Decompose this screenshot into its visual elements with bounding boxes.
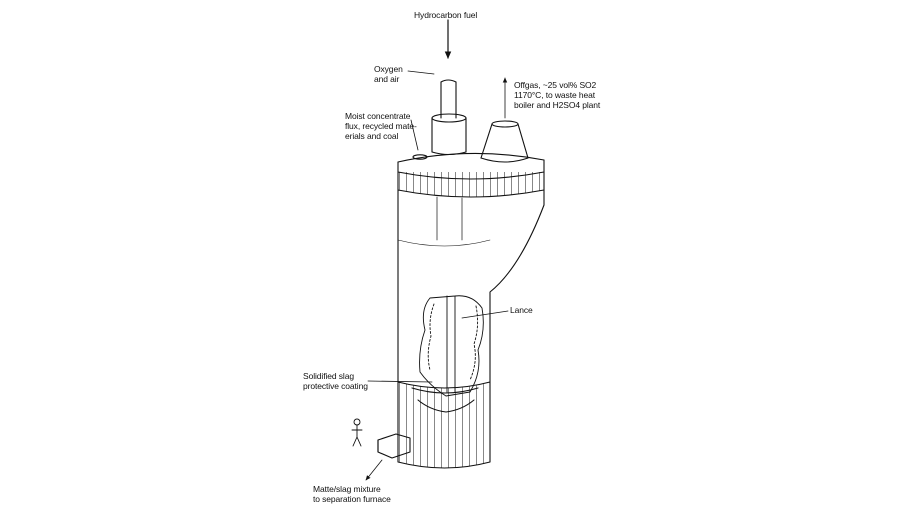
label-lance: Lance [510,305,533,315]
label-matte-line-1: Matte/slag mixture [313,484,381,494]
operator-figure [351,418,363,447]
upper-brick-band [397,171,545,198]
label-moist-line-3: erials and coal [345,131,399,141]
label-oxygen-line-1: Oxygen [374,64,403,74]
label-matte-line-2: to separation furnace [313,494,391,504]
label-offgas: Offgas, ~25 vol% SO2 1170°C, to waste he… [514,80,600,110]
label-offgas-line-2: 1170°C, to waste heat [514,90,595,100]
label-oxygen-line-2: and air [374,74,400,84]
hearth-brickwork [397,381,491,469]
label-matte-slag: Matte/slag mixture to separation furnace [313,484,391,504]
label-offgas-line-3: boiler and H2SO4 plant [514,100,601,110]
label-offgas-line-1: Offgas, ~25 vol% SO2 [514,80,597,90]
label-hydrocarbon-fuel: Hydrocarbon fuel [414,10,477,20]
label-moist-line-2: flux, recycled mate- [345,121,417,131]
label-moist-concentrate: Moist concentrate flux, recycled mate- e… [345,111,417,141]
label-slag-line-2: protective coating [303,381,368,391]
furnace-interior-cutaway [419,295,484,397]
label-oxygen-air: Oxygen and air [374,64,403,84]
lance-pipe [440,79,457,119]
label-solidified-slag: Solidified slag protective coating [303,371,368,391]
offgas-uptake [480,120,529,163]
label-slag-line-1: Solidified slag [303,371,354,381]
furnace-shaft [397,189,545,383]
leader-lines [365,70,509,481]
tap-launder [377,433,411,459]
label-moist-line-1: Moist concentrate [345,111,411,121]
label-lance-text: Lance [510,305,533,315]
label-hydrocarbon-fuel-text: Hydrocarbon fuel [414,10,478,20]
lance-port [431,113,467,156]
